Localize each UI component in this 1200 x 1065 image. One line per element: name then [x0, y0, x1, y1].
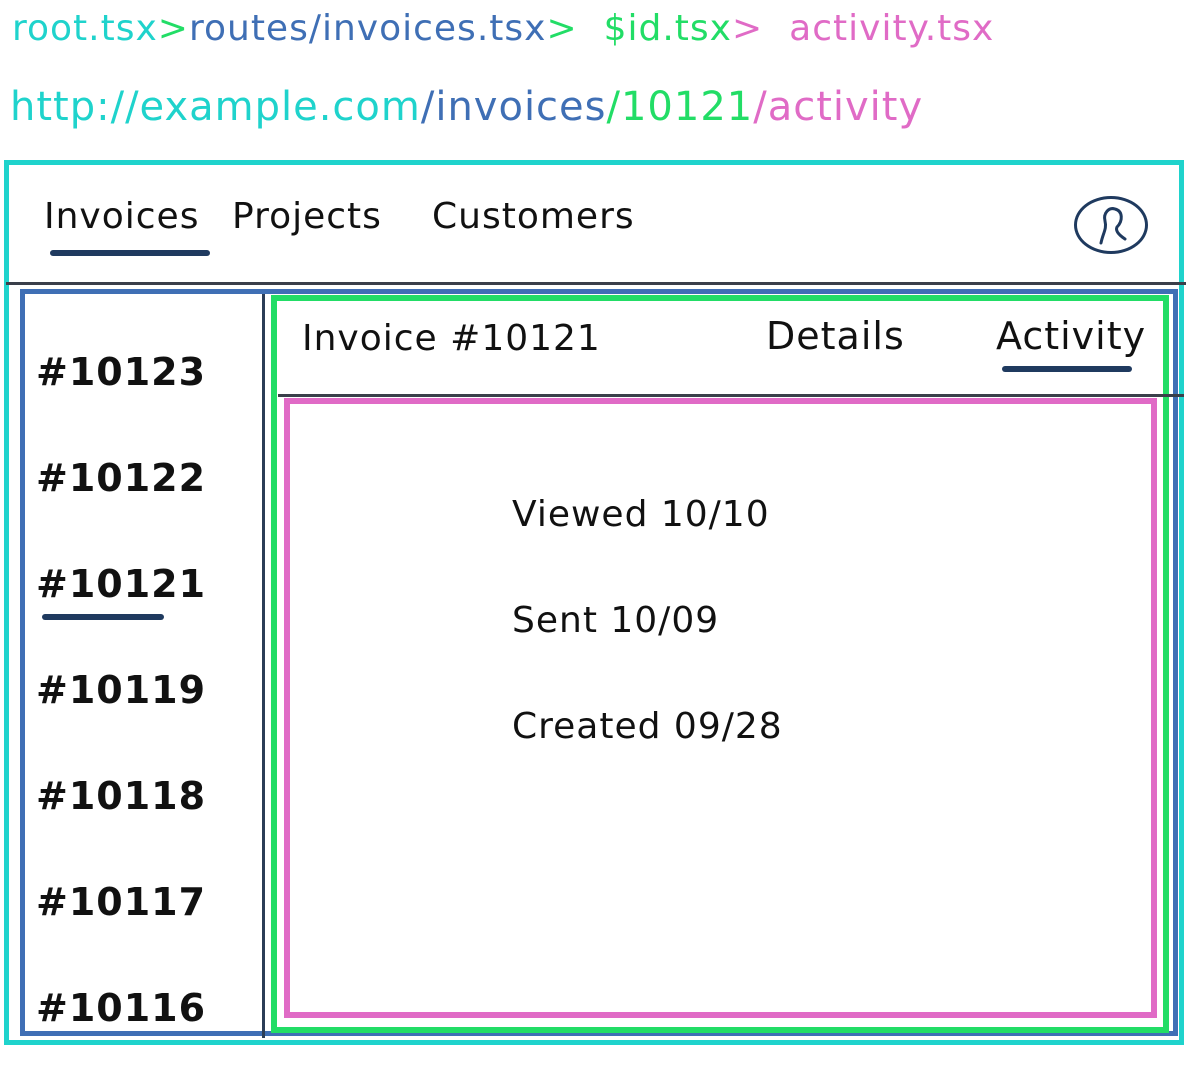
invoice-id-frame	[271, 295, 1169, 1033]
tab-activity[interactable]: Activity	[996, 314, 1147, 358]
nav-invoices-underline	[50, 250, 210, 256]
sidebar-item-10116[interactable]: #10116	[36, 986, 207, 1030]
invoice-title: Invoice #10121	[302, 318, 601, 359]
route-invoices-file: routes/invoices.tsx	[188, 8, 547, 49]
top-nav-divider	[6, 282, 1186, 285]
sidebar-item-10121[interactable]: #10121	[36, 562, 207, 606]
root-frame	[4, 160, 1184, 1045]
activity-event-created: Created 09/28	[512, 706, 783, 747]
route-root-file: root.tsx	[12, 8, 158, 49]
url-id-segment: /10121	[606, 84, 754, 130]
sidebar-item-10117[interactable]: #10117	[36, 880, 207, 924]
route-activity-file: activity.tsx	[789, 8, 995, 49]
sidebar-active-underline	[42, 614, 164, 620]
route-separator: >	[157, 8, 189, 49]
url-invoices-segment: /invoices	[420, 84, 607, 130]
sidebar-item-10122[interactable]: #10122	[36, 456, 207, 500]
url-host: http://example.com	[10, 84, 421, 130]
invoices-frame	[20, 289, 1178, 1036]
activity-event-sent: Sent 10/09	[512, 600, 720, 641]
route-files-breadcrumb: root.tsx>routes/invoices.tsx>$id.tsx>act…	[12, 8, 994, 49]
url-activity-segment: /activity	[753, 84, 924, 130]
user-avatar-icon[interactable]	[1074, 196, 1148, 254]
route-id-file: $id.tsx	[603, 8, 732, 49]
invoice-header-divider	[278, 394, 1184, 397]
nav-customers[interactable]: Customers	[432, 196, 635, 237]
sidebar-divider	[262, 294, 265, 1038]
url-breadcrumb: http://example.com/invoices/10121/activi…	[10, 84, 923, 130]
sidebar-item-10118[interactable]: #10118	[36, 774, 207, 818]
sidebar-item-10123[interactable]: #10123	[36, 350, 207, 394]
activity-event-viewed: Viewed 10/10	[512, 494, 770, 535]
route-separator: >	[546, 8, 578, 49]
sidebar-item-10119[interactable]: #10119	[36, 668, 207, 712]
tab-activity-underline	[1002, 366, 1132, 372]
nav-projects[interactable]: Projects	[232, 196, 382, 237]
activity-frame	[284, 398, 1157, 1018]
user-avatar-glyph	[1099, 207, 1127, 245]
route-separator: >	[732, 8, 764, 49]
nav-invoices[interactable]: Invoices	[44, 196, 200, 237]
tab-details[interactable]: Details	[766, 314, 905, 358]
